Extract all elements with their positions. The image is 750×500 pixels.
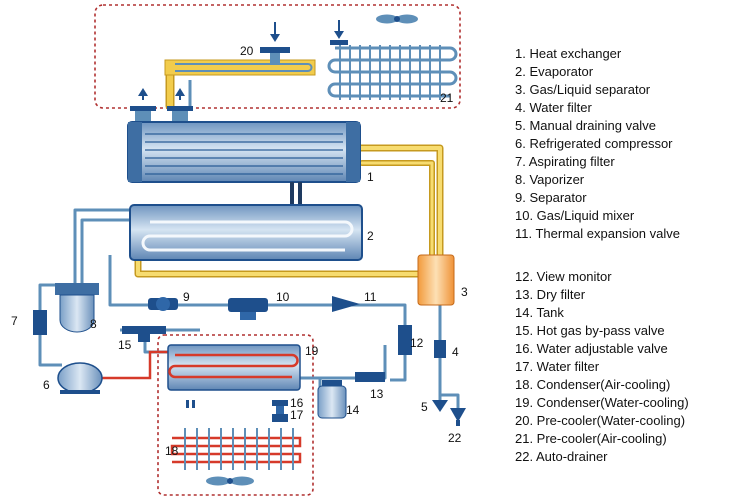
- legend-item: 7. Aspirating filter: [515, 154, 615, 169]
- air-outlets: [130, 88, 193, 122]
- label-10: 10: [276, 290, 290, 304]
- fan-icon: [376, 14, 418, 24]
- water-adjustable-valve: [272, 400, 288, 414]
- legend-item: 17. Water filter: [515, 359, 600, 374]
- label-14: 14: [346, 403, 360, 417]
- refrigerated-compressor: [57, 362, 103, 394]
- pre-cooler-water-cooling: [164, 22, 316, 76]
- heat-exchanger: [127, 121, 361, 206]
- label-20: 20: [240, 44, 254, 58]
- legend-item: 12. View monitor: [515, 269, 612, 284]
- separator: [148, 297, 178, 311]
- vaporizer: [55, 283, 99, 333]
- label-9: 9: [183, 290, 190, 304]
- label-15: 15: [118, 338, 132, 352]
- label-5: 5: [421, 400, 428, 414]
- legend-item: 15. Hot gas by-pass valve: [515, 323, 665, 338]
- label-21: 21: [440, 91, 454, 105]
- legend-item: 5. Manual draining valve: [515, 118, 656, 133]
- label-4: 4: [452, 345, 459, 359]
- label-1: 1: [367, 170, 374, 184]
- legend-item: 11. Thermal expansion valve: [515, 226, 681, 241]
- legend-item: 6. Refrigerated compressor: [515, 136, 673, 151]
- label-17: 17: [290, 408, 304, 422]
- thermal-expansion-valve: [332, 296, 360, 312]
- gas-liquid-separator: [417, 254, 455, 306]
- evaporator: [129, 204, 363, 261]
- label-22: 22: [448, 431, 462, 445]
- condenser-air-cooling: [184, 428, 294, 470]
- hot-gas-bypass-valve: [122, 326, 166, 342]
- condenser-water-cooling: [167, 344, 301, 408]
- legend-item: 16. Water adjustable valve: [515, 341, 668, 356]
- water-filter: [434, 340, 446, 358]
- legend-item: 18. Condenser(Air-cooling): [515, 377, 671, 392]
- legend-item: 1. Heat exchanger: [515, 46, 622, 61]
- legend-components-1-to-11: 1. Heat exchanger 2. Evaporator 3. Gas/L…: [515, 45, 680, 243]
- pre-cooler-air-cooling: [327, 20, 458, 100]
- aspirating-filter: [33, 310, 47, 335]
- label-2: 2: [367, 229, 374, 243]
- legend-item: 10. Gas/Liquid mixer: [515, 208, 635, 223]
- label-6: 6: [43, 378, 50, 392]
- gas-liquid-mixer: [228, 298, 268, 320]
- legend-item: 2. Evaporator: [515, 64, 594, 79]
- legend-item: 9. Separator: [515, 190, 587, 205]
- label-19: 19: [305, 344, 319, 358]
- legend-item: 4. Water filter: [515, 100, 592, 115]
- label-7: 7: [11, 314, 18, 328]
- legend-item: 13. Dry filter: [515, 287, 586, 302]
- auto-drainer: [450, 408, 466, 426]
- legend-item: 21. Pre-cooler(Air-cooling): [515, 431, 667, 446]
- legend-item: 14. Tank: [515, 305, 564, 320]
- label-18: 18: [165, 444, 179, 458]
- view-monitor: [398, 325, 412, 355]
- label-11: 11: [364, 290, 377, 304]
- condenser-zone-border: [157, 334, 314, 496]
- dry-filter: [355, 372, 385, 382]
- pre-cooler-zone-border: [94, 4, 461, 109]
- label-8: 8: [90, 317, 97, 331]
- label-3: 3: [461, 285, 468, 299]
- tank: [317, 380, 347, 419]
- label-16: 16: [290, 396, 304, 410]
- fan-icon-bottom: [206, 476, 254, 486]
- legend-item: 3. Gas/Liquid separator: [515, 82, 651, 97]
- label-13: 13: [370, 387, 384, 401]
- legend-item: 19. Condenser(Water-cooling): [515, 395, 689, 410]
- manual-draining-valve: [432, 400, 448, 412]
- legend-item: 20. Pre-cooler(Water-cooling): [515, 413, 686, 428]
- legend-components-12-to-22: 12. View monitor 13. Dry filter 14. Tank…: [515, 268, 689, 466]
- legend-item: 22. Auto-drainer: [515, 449, 608, 464]
- legend-item: 8. Vaporizer: [515, 172, 585, 187]
- label-12: 12: [410, 336, 424, 350]
- water-filter-condenser: [272, 414, 288, 422]
